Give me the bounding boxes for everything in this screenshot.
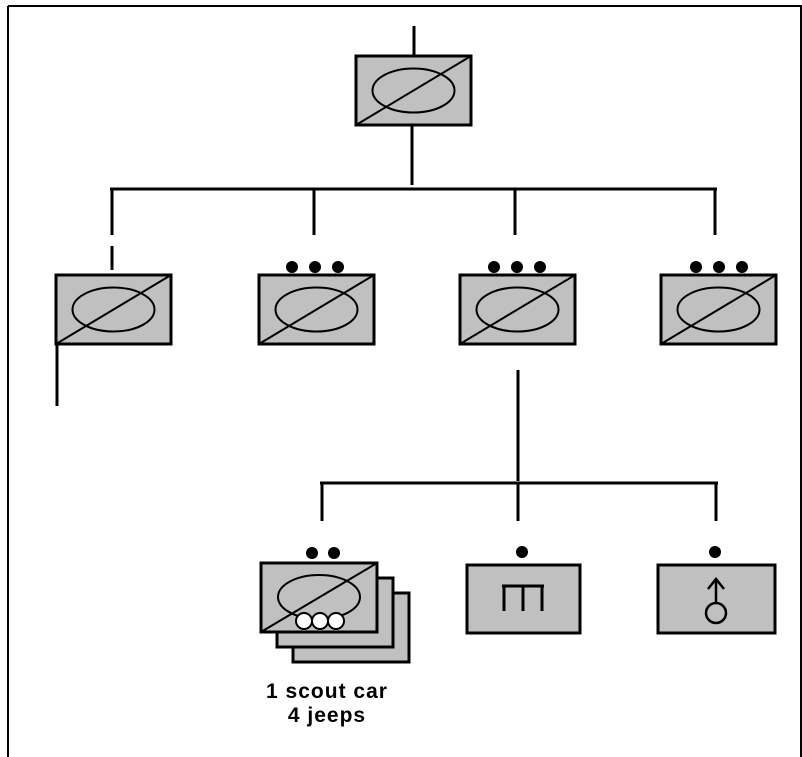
troop-b-echelon-dots bbox=[286, 261, 344, 273]
troop-a-cavalry-symbol bbox=[54, 273, 173, 346]
troop-c-cavalry-symbol bbox=[458, 273, 577, 346]
scout-section-caption: 1 scout car 4 jeeps bbox=[222, 680, 432, 728]
mortar-section-symbol bbox=[465, 563, 582, 635]
troop-b-cavalry-symbol bbox=[257, 273, 376, 346]
troop-c-echelon-dots bbox=[488, 261, 546, 273]
assault-gun-section-echelon-dot bbox=[709, 546, 721, 558]
caption-line-jeeps: 4 jeeps bbox=[287, 704, 367, 727]
scout-section-stacked-symbol bbox=[259, 561, 411, 664]
caption-line-scout-car: 1 scout car bbox=[266, 680, 388, 703]
mortar-icon bbox=[502, 584, 544, 611]
assault-gun-section-symbol bbox=[656, 563, 777, 635]
frame bbox=[7, 5, 802, 757]
mortar-section-echelon-dot bbox=[516, 546, 528, 558]
connector-lines bbox=[55, 26, 718, 521]
troop-d-cavalry-symbol bbox=[659, 273, 778, 346]
troop-d-echelon-dots bbox=[690, 261, 748, 273]
hq-cavalry-symbol bbox=[354, 54, 473, 127]
scout-section-echelon-dots bbox=[306, 547, 340, 559]
assault-gun-icon bbox=[704, 576, 728, 625]
wheels-icon bbox=[295, 612, 345, 630]
